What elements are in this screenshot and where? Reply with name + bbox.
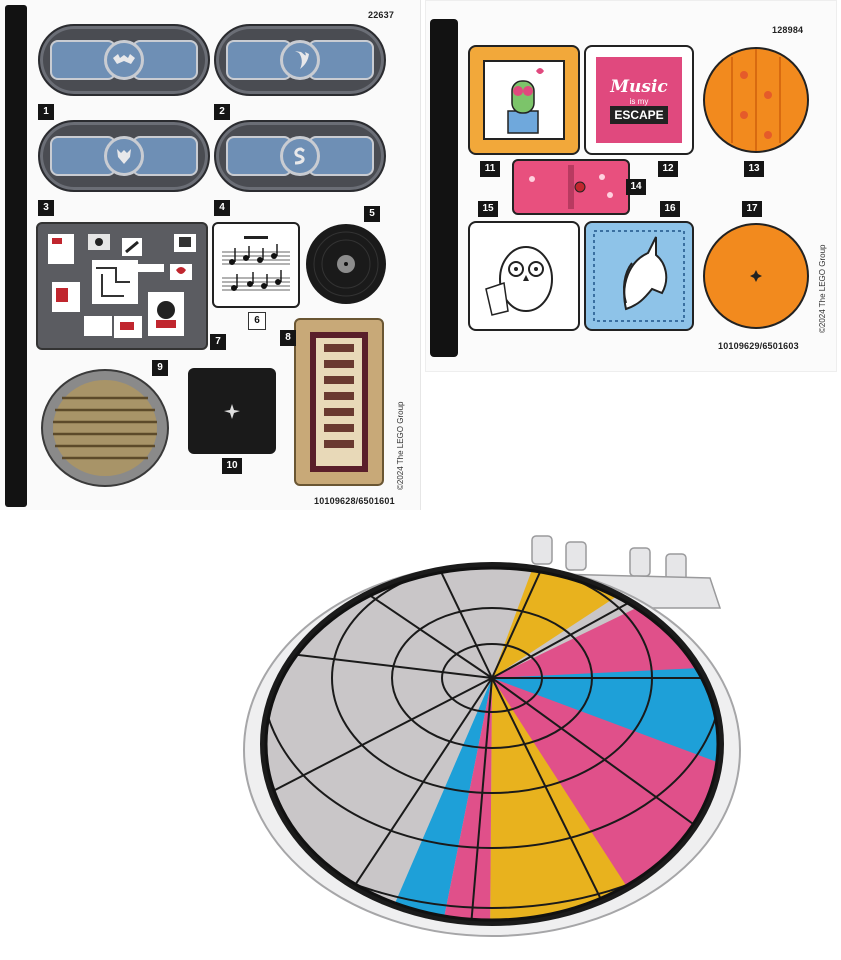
sticker-number: 8 <box>280 330 296 346</box>
sheet-edge-bar <box>430 19 458 357</box>
sticker-number: 10 <box>222 458 242 474</box>
sticker-cactus-frame <box>468 45 580 155</box>
sticker-plaque-wolf <box>38 120 210 192</box>
sticker-plaque-snake <box>214 120 386 192</box>
sticker-number: 16 <box>660 201 680 217</box>
sticker-plaque-bat <box>38 24 210 96</box>
sticker-number: 6 <box>248 312 266 330</box>
wolf-icon <box>104 136 144 176</box>
sticker-sheet-music <box>212 222 300 308</box>
music-notes-icon <box>222 236 290 291</box>
unicorn-icon <box>593 230 685 322</box>
sticker-number: 14 <box>626 179 646 195</box>
sticker-number: 7 <box>210 334 226 350</box>
sticker-pink-panel <box>512 159 630 215</box>
sticker-number: 11 <box>480 161 500 177</box>
spider-web-window-piece <box>240 528 750 938</box>
vinyl-record-icon <box>306 224 386 304</box>
sticker-sheet-left: 22637 1 2 3 4 <box>0 0 421 510</box>
music-subtitle: is my <box>629 96 649 106</box>
sticker-number: 13 <box>744 161 764 177</box>
sticker-owl <box>468 221 580 331</box>
sticker-black-square <box>188 368 276 454</box>
sticker-round-shutter <box>40 368 170 488</box>
sticker-evidence-board <box>36 222 208 350</box>
sticker-number: 15 <box>478 201 498 217</box>
music-title: Music <box>610 76 668 97</box>
snake-icon <box>280 136 320 176</box>
sticker-number: 17 <box>742 201 762 217</box>
sheet-code-bottom: 10109628/6501601 <box>314 496 395 506</box>
sticker-plaque-fishtail <box>214 24 386 96</box>
bat-icon <box>104 40 144 80</box>
sheet-code-top: 22637 <box>368 10 395 20</box>
sticker-sheet-right: 128984 11 Music is my ESCAPE 12 13 <box>425 0 837 372</box>
copyright-text: ©2024 The LEGO Group <box>396 401 405 490</box>
copyright-text: ©2024 The LEGO Group <box>818 244 827 333</box>
sticker-number: 3 <box>38 200 54 216</box>
sticker-number: 9 <box>152 360 168 376</box>
music-escape: ESCAPE <box>610 105 668 124</box>
sticker-number: 4 <box>214 200 230 216</box>
sticker-unicorn <box>584 221 694 331</box>
sticker-number: 5 <box>364 206 380 222</box>
sticker-number: 12 <box>658 161 678 177</box>
sticker-orange-patterned <box>702 45 810 155</box>
sticker-number: 1 <box>38 104 54 120</box>
sheet-code-bottom: 10109629/6501603 <box>718 341 799 351</box>
sticker-orange-circle <box>702 221 810 331</box>
fish-tail-icon <box>280 40 320 80</box>
sticker-number: 2 <box>214 104 230 120</box>
sheet-edge-bar <box>5 5 27 507</box>
sticker-vinyl-record <box>300 222 392 306</box>
owl-icon <box>485 246 553 316</box>
sticker-rug <box>294 318 384 486</box>
sticker-music-escape: Music is my ESCAPE <box>584 45 694 155</box>
sparkle-icon <box>224 404 240 419</box>
sheet-code-top: 128984 <box>772 25 804 35</box>
